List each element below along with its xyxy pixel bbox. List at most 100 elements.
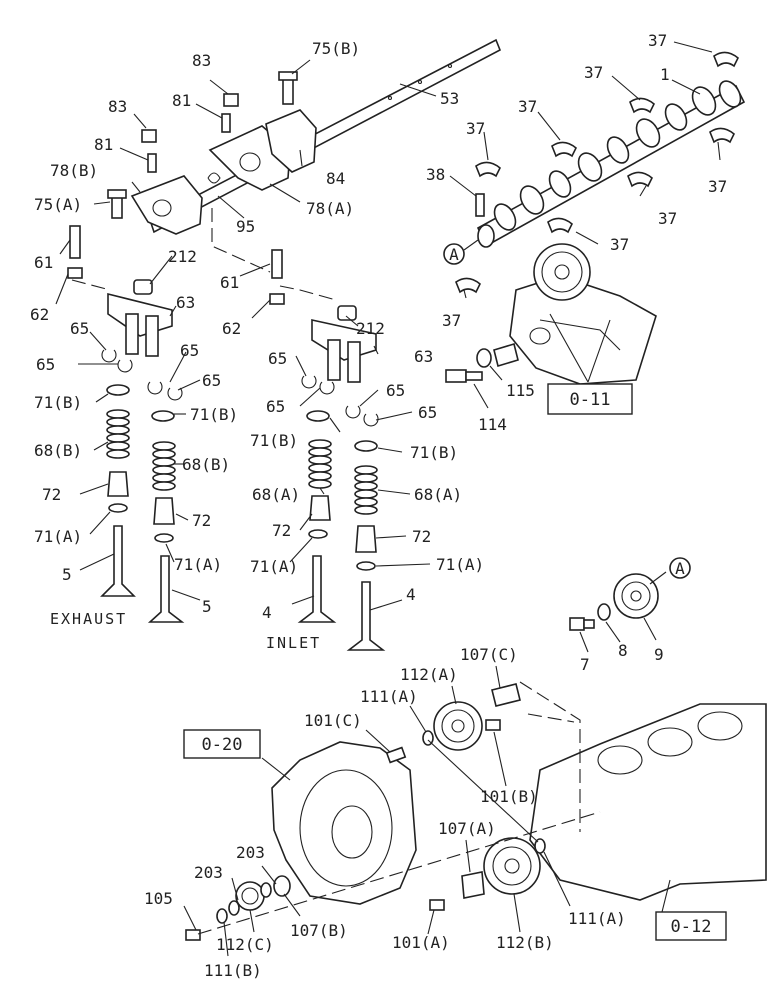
label-81: 81	[172, 91, 191, 110]
label-37: 37	[610, 235, 629, 254]
label-203: 203	[236, 843, 265, 862]
spring-retainers	[106, 384, 378, 452]
marker-a-text: A	[449, 245, 459, 264]
collets	[101, 349, 379, 427]
bolt-114	[445, 369, 483, 383]
label-71b: 71(B)	[190, 405, 238, 424]
label-71b: 71(B)	[410, 443, 458, 462]
label-75a: 75(A)	[34, 195, 82, 214]
label-72: 72	[272, 521, 291, 540]
gear-112b	[483, 837, 541, 895]
bracket-78b	[130, 175, 203, 235]
label-112b: 112(B)	[496, 933, 554, 952]
label-95: 95	[236, 217, 255, 236]
marker-a-upper: A	[443, 243, 465, 265]
label-61: 61	[34, 253, 53, 272]
label-83: 83	[108, 97, 127, 116]
label-72: 72	[412, 527, 431, 546]
ref-label: 0-20	[202, 735, 243, 755]
label-83: 83	[192, 51, 211, 70]
label-1: 1	[660, 65, 670, 84]
hub-107c	[491, 683, 521, 707]
label-212: 212	[168, 247, 197, 266]
label-101c: 101(C)	[304, 711, 362, 730]
engine-block-fragment	[529, 703, 767, 901]
label-7: 7	[580, 655, 590, 674]
label-68a: 68(A)	[252, 485, 300, 504]
marker-a-text: A	[675, 559, 685, 578]
label-63: 63	[176, 293, 195, 312]
cylinder-head-fragment	[509, 275, 657, 385]
label-65: 65	[268, 349, 287, 368]
label-107a: 107(A)	[438, 819, 496, 838]
label-111b: 111(B)	[204, 961, 262, 980]
hub-107a	[461, 871, 485, 899]
ref-box-0-11: 0-11	[547, 383, 633, 415]
hub-107b	[273, 875, 291, 897]
label-78b: 78(B)	[50, 161, 98, 180]
caption-inlet: INLET	[266, 634, 321, 652]
label-81: 81	[94, 135, 113, 154]
bracket-84	[265, 109, 317, 173]
idler-gear-9	[613, 573, 659, 619]
ref-label: 0-12	[671, 917, 712, 937]
washer-8	[597, 603, 611, 621]
label-63: 63	[414, 347, 433, 366]
label-37: 37	[648, 31, 667, 50]
marker-a-lower: A	[669, 557, 691, 579]
spring-seats	[108, 503, 376, 571]
label-65: 65	[70, 319, 89, 338]
valve-seals	[107, 471, 377, 553]
label-84: 84	[326, 169, 345, 188]
valves	[100, 525, 386, 651]
label-53: 53	[440, 89, 459, 108]
label-38: 38	[426, 165, 445, 184]
ref-box-0-20: 0-20	[183, 729, 261, 759]
leader-lines	[55, 41, 721, 957]
label-68b: 68(B)	[34, 441, 82, 460]
hub	[493, 342, 519, 368]
label-71b: 71(B)	[250, 431, 298, 450]
label-72: 72	[192, 511, 211, 530]
label-65: 65	[418, 403, 437, 422]
label-65: 65	[386, 381, 405, 400]
label-111a: 111(A)	[360, 687, 418, 706]
label-65: 65	[36, 355, 55, 374]
label-107c: 107(C)	[460, 645, 518, 664]
clip-95	[207, 172, 221, 184]
label-68b: 68(B)	[182, 455, 230, 474]
label-5: 5	[202, 597, 212, 616]
label-78a: 78(A)	[306, 199, 354, 218]
label-37: 37	[518, 97, 537, 116]
label-37: 37	[658, 209, 677, 228]
gear-112c	[235, 881, 265, 911]
label-8: 8	[618, 641, 628, 660]
label-62: 62	[222, 319, 241, 338]
label-71a: 71(A)	[174, 555, 222, 574]
bolts-101	[185, 719, 501, 941]
label-71a: 71(A)	[250, 557, 298, 576]
valve-springs	[106, 409, 378, 515]
label-37: 37	[584, 63, 603, 82]
label-65: 65	[180, 341, 199, 360]
lower-assembly-lines	[197, 681, 601, 935]
label-4: 4	[406, 585, 416, 604]
ref-box-0-12: 0-12	[655, 911, 727, 941]
label-212: 212	[356, 319, 385, 338]
cam-gear	[533, 243, 591, 301]
label-37: 37	[442, 311, 461, 330]
rocker-arm-right	[311, 305, 377, 383]
pin-38	[475, 193, 485, 217]
label-65: 65	[202, 371, 221, 390]
label-112c: 112(C)	[216, 935, 274, 954]
rocker-arm-left	[107, 279, 173, 357]
label-37: 37	[466, 119, 485, 138]
washers	[216, 730, 546, 924]
caption-exhaust: EXHAUST	[50, 610, 127, 628]
label-101a: 101(A)	[392, 933, 450, 952]
label-105: 105	[144, 889, 173, 908]
label-71b: 71(B)	[34, 393, 82, 412]
label-9: 9	[654, 645, 664, 664]
label-115: 115	[506, 381, 535, 400]
